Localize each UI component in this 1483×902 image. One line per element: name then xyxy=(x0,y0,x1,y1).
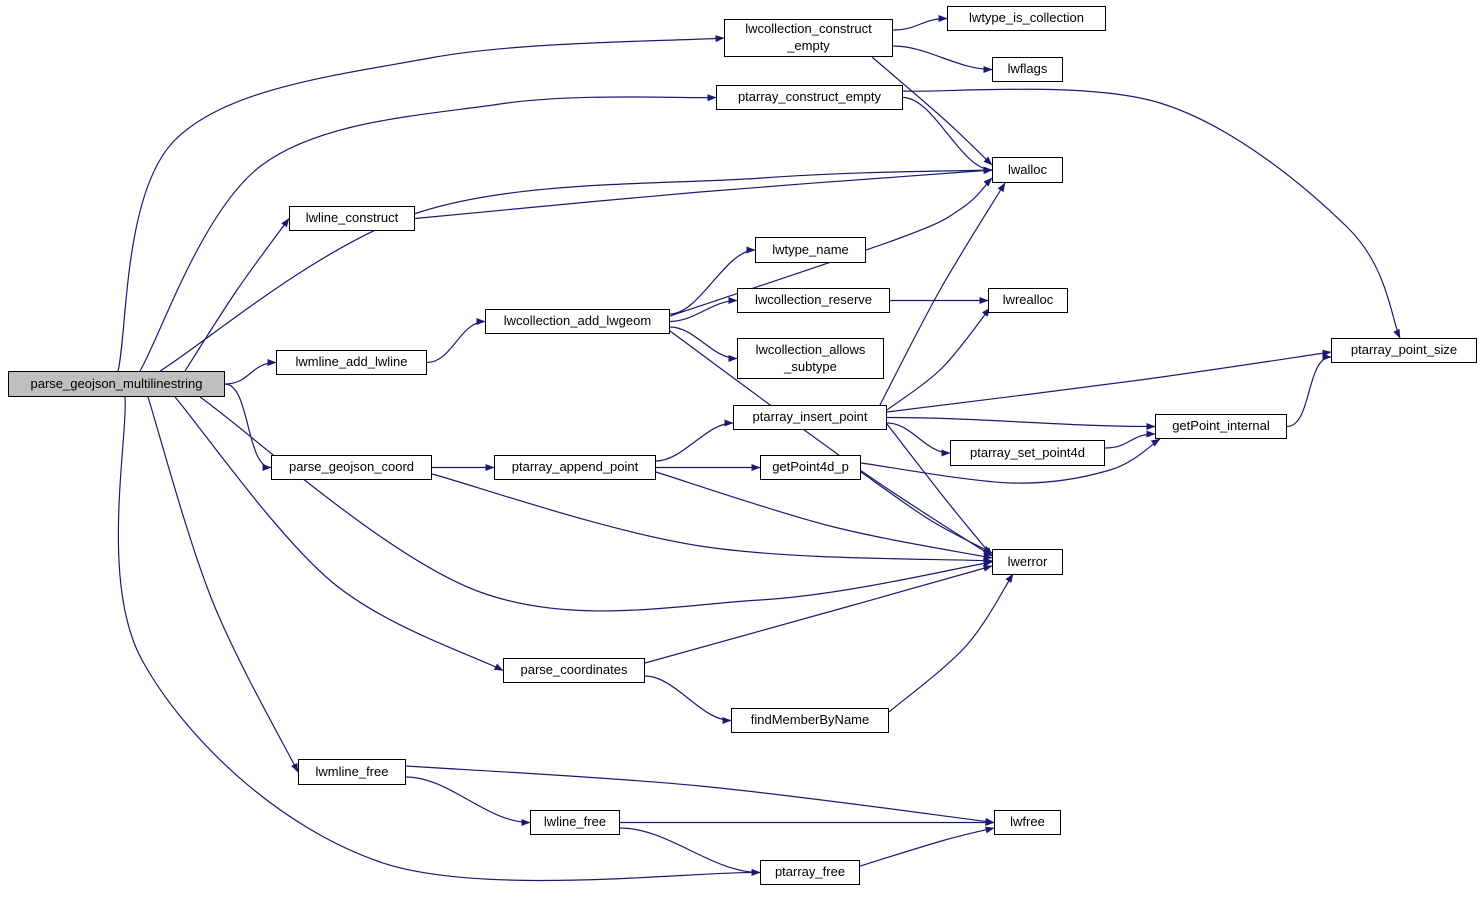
node-label: findMemberByName xyxy=(750,712,870,728)
node-lwalloc[interactable]: lwalloc xyxy=(992,157,1063,183)
node-label: ptarray_free xyxy=(774,864,846,880)
edge-lwcollection_construct_empty-to-lwtype_is_collection xyxy=(892,15,948,31)
node-label: ptarray_append_point xyxy=(511,459,639,475)
edge-parse_coordinates-to-lwerror xyxy=(644,564,993,664)
edge-ptarray_insert_point-to-lwerror xyxy=(886,423,993,557)
edge-ptarray_insert_point-to-getPoint_internal xyxy=(886,416,1156,430)
node-findMemberByName[interactable]: findMemberByName xyxy=(731,708,889,733)
edge-ptarray_construct_empty-to-lwalloc xyxy=(902,96,993,174)
node-label: lwcollection_allows _subtype xyxy=(755,341,866,374)
node-label: lwrealloc xyxy=(1002,292,1054,308)
edge-getPoint_internal-to-ptarray_point_size xyxy=(1286,353,1332,428)
edge-ptarray_append_point-to-ptarray_insert_point xyxy=(655,419,734,462)
edge-lwcollection_add_lwgeom-to-lwtype_name xyxy=(669,246,756,315)
edge-lwline_free-to-ptarray_free xyxy=(619,827,761,876)
edge-parse_geojson_multilinestring-to-lwcollection_construct_empty xyxy=(117,35,725,372)
node-label: lwcollection_reserve xyxy=(754,292,873,308)
node-label: lwline_free xyxy=(543,814,607,830)
node-label: lwcollection_add_lwgeom xyxy=(503,313,652,329)
node-label: lwfree xyxy=(1010,814,1045,830)
node-lwcollection_add_lwgeom[interactable]: lwcollection_add_lwgeom xyxy=(485,309,670,334)
node-label: ptarray_construct_empty xyxy=(737,89,882,105)
node-ptarray_set_point4d[interactable]: ptarray_set_point4d xyxy=(950,440,1105,466)
node-label: lwflags xyxy=(1007,61,1048,77)
node-label: lwmline_add_lwline xyxy=(295,354,408,370)
edge-lwmline_free-to-lwline_free xyxy=(405,776,531,826)
node-ptarray_append_point[interactable]: ptarray_append_point xyxy=(494,455,656,480)
edge-parse_coordinates-to-findMemberByName xyxy=(644,675,732,724)
edge-parse_geojson_multilinestring-to-lwmline_free xyxy=(147,396,299,773)
edge-lwcollection_add_lwgeom-to-lwcollection_reserve xyxy=(669,297,738,323)
edge-parse_geojson_coord-to-lwerror xyxy=(431,473,993,565)
node-ptarray_free[interactable]: ptarray_free xyxy=(760,860,860,885)
node-parse_geojson_multilinestring[interactable]: parse_geojson_multilinestring xyxy=(8,371,225,397)
edge-findMemberByName-to-lwerror xyxy=(888,573,1014,713)
edge-ptarray_insert_point-to-ptarray_point_size xyxy=(886,349,1332,413)
node-ptarray_point_size[interactable]: ptarray_point_size xyxy=(1331,338,1477,363)
node-label: lwcollection_construct _empty xyxy=(745,21,872,53)
node-label: lwmline_free xyxy=(315,763,389,779)
edge-parse_geojson_multilinestring-to-parse_coordinates xyxy=(174,396,504,672)
edge-lwline_construct-to-lwalloc xyxy=(414,167,993,220)
edge-lwcollection_construct_empty-to-lwalloc xyxy=(871,56,993,166)
node-label: lwerror xyxy=(1007,553,1048,569)
node-label: getPoint4d_p xyxy=(772,459,849,475)
edge-parse_geojson_multilinestring-to-ptarray_construct_empty xyxy=(139,94,717,372)
edge-lwmline_add_lwline-to-lwcollection_add_lwgeom xyxy=(426,318,486,364)
node-label: lwtype_is_collection xyxy=(969,10,1084,26)
node-lwcollection_allows_subtype[interactable]: lwcollection_allows _subtype xyxy=(737,338,884,379)
node-label: ptarray_set_point4d xyxy=(970,444,1085,460)
node-ptarray_construct_empty[interactable]: ptarray_construct_empty xyxy=(716,85,903,110)
node-lwcollection_construct_empty[interactable]: lwcollection_construct _empty xyxy=(724,19,893,57)
node-lwmline_add_lwline[interactable]: lwmline_add_lwline xyxy=(276,350,427,375)
node-lwerror[interactable]: lwerror xyxy=(992,549,1063,575)
edge-ptarray_insert_point-to-ptarray_set_point4d xyxy=(886,422,951,457)
node-label: lwline_construct xyxy=(305,210,399,226)
node-parse_geojson_coord[interactable]: parse_geojson_coord xyxy=(271,455,432,480)
edge-ptarray_construct_empty-to-ptarray_point_size xyxy=(902,88,1401,339)
edge-ptarray_insert_point-to-lwrealloc xyxy=(886,307,991,411)
edge-ptarray_insert_point-to-lwalloc xyxy=(879,182,1006,406)
edge-parse_geojson_multilinestring-to-ptarray_free xyxy=(117,396,761,882)
node-label: getPoint_internal xyxy=(1172,418,1270,434)
node-getPoint4d_p[interactable]: getPoint4d_p xyxy=(760,455,861,480)
edge-getPoint4d_p-to-lwerror xyxy=(860,471,993,554)
node-lwtype_name[interactable]: lwtype_name xyxy=(755,237,866,263)
edge-parse_geojson_multilinestring-to-lwmline_add_lwline xyxy=(224,359,277,385)
node-ptarray_insert_point[interactable]: ptarray_insert_point xyxy=(733,405,887,430)
node-lwline_construct[interactable]: lwline_construct xyxy=(289,206,415,231)
edge-parse_geojson_multilinestring-to-lwline_construct xyxy=(184,218,290,372)
node-label: parse_coordinates xyxy=(520,662,628,678)
node-lwline_free[interactable]: lwline_free xyxy=(530,810,620,835)
edge-lwcollection_add_lwgeom-to-lwcollection_allows_subtype xyxy=(669,326,738,362)
edge-parse_geojson_multilinestring-to-lwerror xyxy=(199,396,993,612)
node-lwcollection_reserve[interactable]: lwcollection_reserve xyxy=(737,288,890,313)
node-getPoint_internal[interactable]: getPoint_internal xyxy=(1155,414,1287,439)
node-lwfree[interactable]: lwfree xyxy=(994,810,1061,835)
node-lwmline_free[interactable]: lwmline_free xyxy=(298,759,406,785)
node-label: ptarray_insert_point xyxy=(752,409,868,425)
edge-getPoint4d_p-to-getPoint_internal xyxy=(860,438,1161,484)
node-label: lwalloc xyxy=(1007,161,1047,177)
node-label: parse_geojson_coord xyxy=(288,459,415,475)
node-label: lwtype_name xyxy=(772,241,849,257)
node-lwrealloc[interactable]: lwrealloc xyxy=(988,288,1068,313)
edge-ptarray_free-to-lwfree xyxy=(859,826,995,867)
edge-parse_geojson_multilinestring-to-lwalloc xyxy=(159,166,993,372)
node-lwflags[interactable]: lwflags xyxy=(992,57,1063,82)
edge-lwcollection_construct_empty-to-lwflags xyxy=(892,45,993,73)
node-lwtype_is_collection[interactable]: lwtype_is_collection xyxy=(947,6,1106,31)
edge-lwmline_free-to-lwfree xyxy=(405,765,995,825)
edge-ptarray_append_point-to-lwerror xyxy=(655,471,993,560)
edge-parse_geojson_multilinestring-to-parse_geojson_coord xyxy=(224,383,272,471)
node-label: parse_geojson_multilinestring xyxy=(30,375,203,391)
node-label: ptarray_point_size xyxy=(1350,342,1458,358)
node-parse_coordinates[interactable]: parse_coordinates xyxy=(503,658,645,683)
edge-ptarray_set_point4d-to-getPoint_internal xyxy=(1104,430,1156,449)
